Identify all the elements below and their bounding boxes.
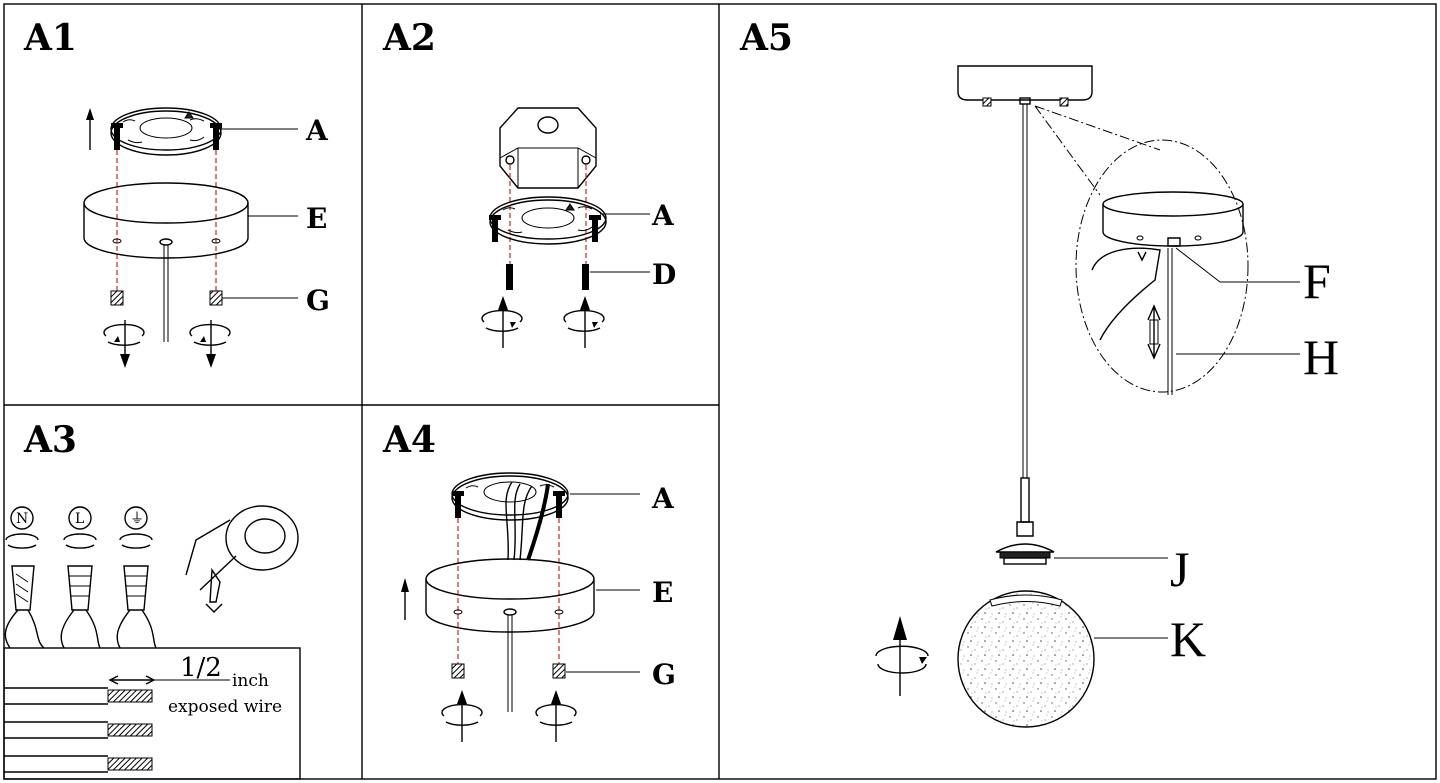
part-label-g: G [652, 658, 676, 691]
lamp-holder [995, 543, 1055, 565]
mounting-plate [451, 472, 569, 521]
arrow-up-icon [457, 690, 467, 742]
ceiling-canopy [957, 65, 1093, 107]
junction-box [499, 107, 597, 189]
part-label-a: A [651, 199, 675, 232]
rotate-icon [535, 703, 577, 726]
panel-a4-drawing: A E G [401, 472, 676, 742]
part-label-f: F [1303, 253, 1331, 309]
neutral-symbol: N [10, 506, 34, 530]
arrow-up-icon [498, 296, 508, 348]
panel-title-a2: A2 [382, 17, 436, 59]
part-label-a: A [651, 482, 675, 515]
wire-length: 1/2 [180, 653, 222, 683]
panel-title-a5: A5 [739, 17, 793, 59]
symbol-l: L [75, 511, 84, 527]
arrow-up-icon [86, 108, 94, 150]
part-label-k: K [1170, 611, 1206, 667]
arrow-up-icon [551, 690, 561, 742]
arrow-down-icon [120, 320, 130, 368]
canopy [425, 558, 595, 633]
live-symbol: L [68, 506, 92, 530]
up-down-arrow-icon [1147, 304, 1161, 360]
screw-icon [111, 123, 123, 150]
cap-nut-icon [110, 290, 124, 306]
mounting-plate [489, 196, 607, 245]
part-label-a: A [305, 114, 329, 147]
cap-nut-icon [209, 290, 223, 306]
tape-roll-icon [185, 505, 299, 613]
part-label-j: J [1170, 541, 1189, 597]
panel-a1-drawing: A E G [83, 107, 330, 368]
rotate-icon [103, 323, 145, 346]
screw-icon [506, 264, 513, 290]
canopy [83, 182, 249, 259]
arrow-up-icon [893, 616, 907, 696]
wire-caption: exposed wire [168, 697, 282, 717]
symbol-ground: ⏚ [130, 511, 144, 527]
part-label-e: E [652, 576, 673, 609]
panel-title-a4: A4 [382, 419, 436, 461]
cap-nut-icon [451, 663, 465, 679]
rotate-icon [875, 645, 929, 674]
arrow-up-icon [580, 296, 590, 348]
panel-grid [3, 3, 1437, 780]
cap-nut-icon [552, 663, 566, 679]
rotate-icon [189, 323, 231, 346]
part-label-g: G [306, 284, 330, 317]
arrow-down-icon [206, 320, 216, 368]
wire-nut-icon [4, 565, 45, 649]
panel-a2-drawing: A D [481, 107, 676, 348]
ground-symbol-icon: ⏚ [124, 506, 148, 530]
wire-nut-icon [60, 565, 101, 649]
part-label-h: H [1303, 329, 1339, 385]
panel-title-a3: A3 [23, 419, 77, 461]
wire-length-unit: inch [232, 671, 269, 691]
part-label-d: D [652, 258, 676, 291]
part-label-e: E [306, 202, 327, 235]
arrow-up-icon [401, 578, 409, 620]
stripped-wires [3, 647, 301, 780]
canopy-detail [1091, 191, 1244, 395]
panel-title-a1: A1 [23, 17, 77, 59]
glass-globe [957, 590, 1095, 728]
rotate-icon [563, 309, 605, 332]
rotate-icon [441, 703, 483, 726]
symbol-n: N [16, 511, 28, 527]
screw-icon [210, 123, 222, 150]
screw-icon [582, 264, 589, 290]
wire-nut-icon [116, 565, 157, 649]
mounting-plate [110, 107, 222, 156]
panel-a3-drawing: N L ⏚ [3, 505, 301, 780]
rotate-icon [481, 309, 523, 332]
panel-a5-drawing: F H J K [875, 65, 1339, 728]
